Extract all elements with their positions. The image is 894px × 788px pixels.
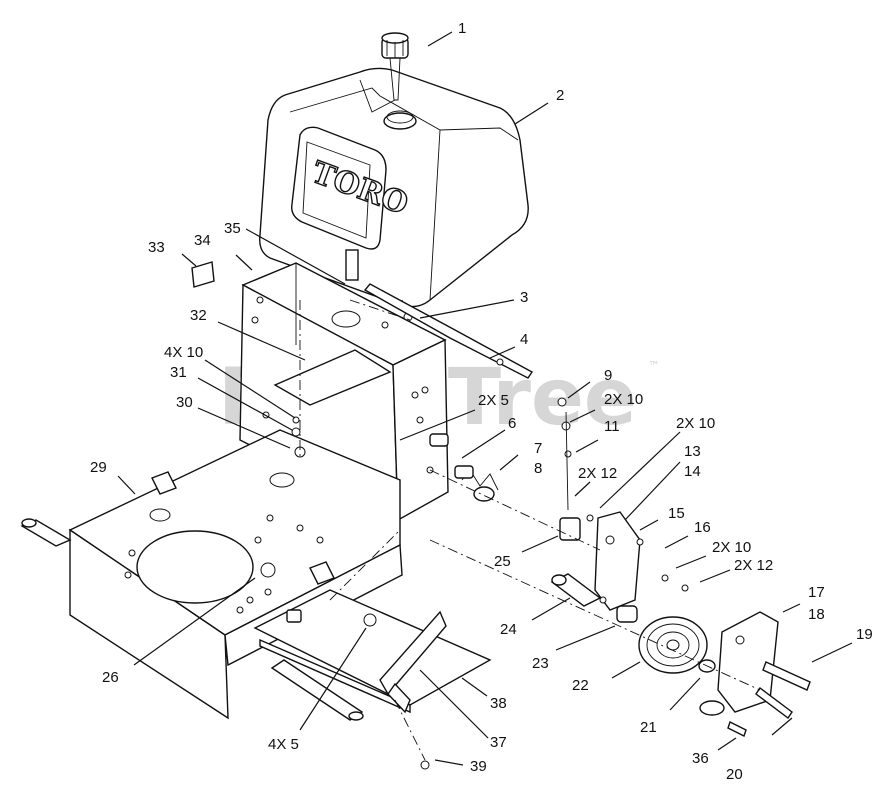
washer-plate bbox=[699, 700, 725, 716]
callout-2x12-b: 2X 12 bbox=[734, 557, 773, 574]
shoulder-bolt bbox=[550, 573, 602, 607]
fuel-tank: TORO bbox=[259, 67, 529, 322]
callout-33: 33 bbox=[148, 239, 165, 256]
callout-15: 15 bbox=[668, 505, 685, 522]
callout-7: 7 bbox=[534, 440, 542, 457]
axle-shaft-rear bbox=[270, 659, 364, 721]
carriage-bolts bbox=[755, 661, 811, 720]
callout-2: 2 bbox=[556, 87, 564, 104]
callout-35: 35 bbox=[224, 220, 241, 237]
callout-4: 4 bbox=[520, 331, 528, 348]
callout-30: 30 bbox=[176, 394, 193, 411]
callout-32: 32 bbox=[190, 307, 207, 324]
main-frame bbox=[68, 429, 403, 720]
callout-18: 18 bbox=[808, 606, 825, 623]
callout-23: 23 bbox=[532, 655, 549, 672]
idler-bracket bbox=[594, 511, 641, 611]
callout-19: 19 bbox=[856, 626, 873, 643]
callout-2x12-a: 2X 12 bbox=[578, 465, 617, 482]
callout-31: 31 bbox=[170, 364, 187, 381]
tank-mount-tower bbox=[239, 249, 449, 522]
lower-bolt bbox=[727, 721, 747, 737]
callout-3: 3 bbox=[520, 289, 528, 306]
callout-22: 22 bbox=[572, 677, 589, 694]
callout-21: 21 bbox=[640, 719, 657, 736]
callout-39: 39 bbox=[470, 758, 487, 775]
idler-pulley bbox=[638, 616, 708, 674]
callout-34: 34 bbox=[194, 232, 211, 249]
callout-14: 14 bbox=[684, 463, 701, 480]
callout-24: 24 bbox=[500, 621, 517, 638]
callout-labels: 1 2 3 4 6 7 8 9 2X 10 11 2X 10 13 14 2X … bbox=[90, 20, 873, 783]
pivot-block bbox=[559, 517, 581, 541]
spacer-rod bbox=[286, 609, 302, 623]
callout-26: 26 bbox=[102, 669, 119, 686]
spacer-bushing bbox=[616, 605, 638, 623]
tank-strap bbox=[363, 283, 534, 379]
callout-6: 6 bbox=[508, 415, 516, 432]
heat-shield bbox=[191, 261, 215, 288]
watermark-tm: ™ bbox=[648, 359, 660, 373]
callout-38: 38 bbox=[490, 695, 507, 712]
callout-4x10: 4X 10 bbox=[164, 344, 203, 361]
callout-29: 29 bbox=[90, 459, 107, 476]
callout-4x5: 4X 5 bbox=[268, 736, 299, 753]
callout-37: 37 bbox=[490, 734, 507, 751]
callout-2x10-c: 2X 10 bbox=[712, 539, 751, 556]
lever-bracket bbox=[363, 610, 447, 770]
leader-lines bbox=[117, 31, 853, 766]
callout-11: 11 bbox=[604, 418, 620, 435]
callout-36: 36 bbox=[692, 750, 709, 767]
callout-2x10-a: 2X 10 bbox=[604, 391, 643, 408]
callout-17: 17 bbox=[808, 584, 825, 601]
callout-25: 25 bbox=[494, 553, 511, 570]
alignment-lines bbox=[299, 299, 761, 761]
callout-20: 20 bbox=[726, 766, 743, 783]
callout-8: 8 bbox=[534, 460, 542, 477]
callout-16: 16 bbox=[694, 519, 711, 536]
axle-shaft-front bbox=[20, 518, 72, 547]
callout-13: 13 bbox=[684, 443, 701, 460]
callout-2x5: 2X 5 bbox=[478, 392, 509, 409]
callout-2x10-b: 2X 10 bbox=[676, 415, 715, 432]
belt-guard bbox=[717, 611, 779, 713]
callout-9: 9 bbox=[604, 367, 612, 384]
callout-1: 1 bbox=[458, 20, 466, 37]
small-hardware bbox=[260, 397, 689, 592]
fuel-cap bbox=[381, 32, 409, 101]
